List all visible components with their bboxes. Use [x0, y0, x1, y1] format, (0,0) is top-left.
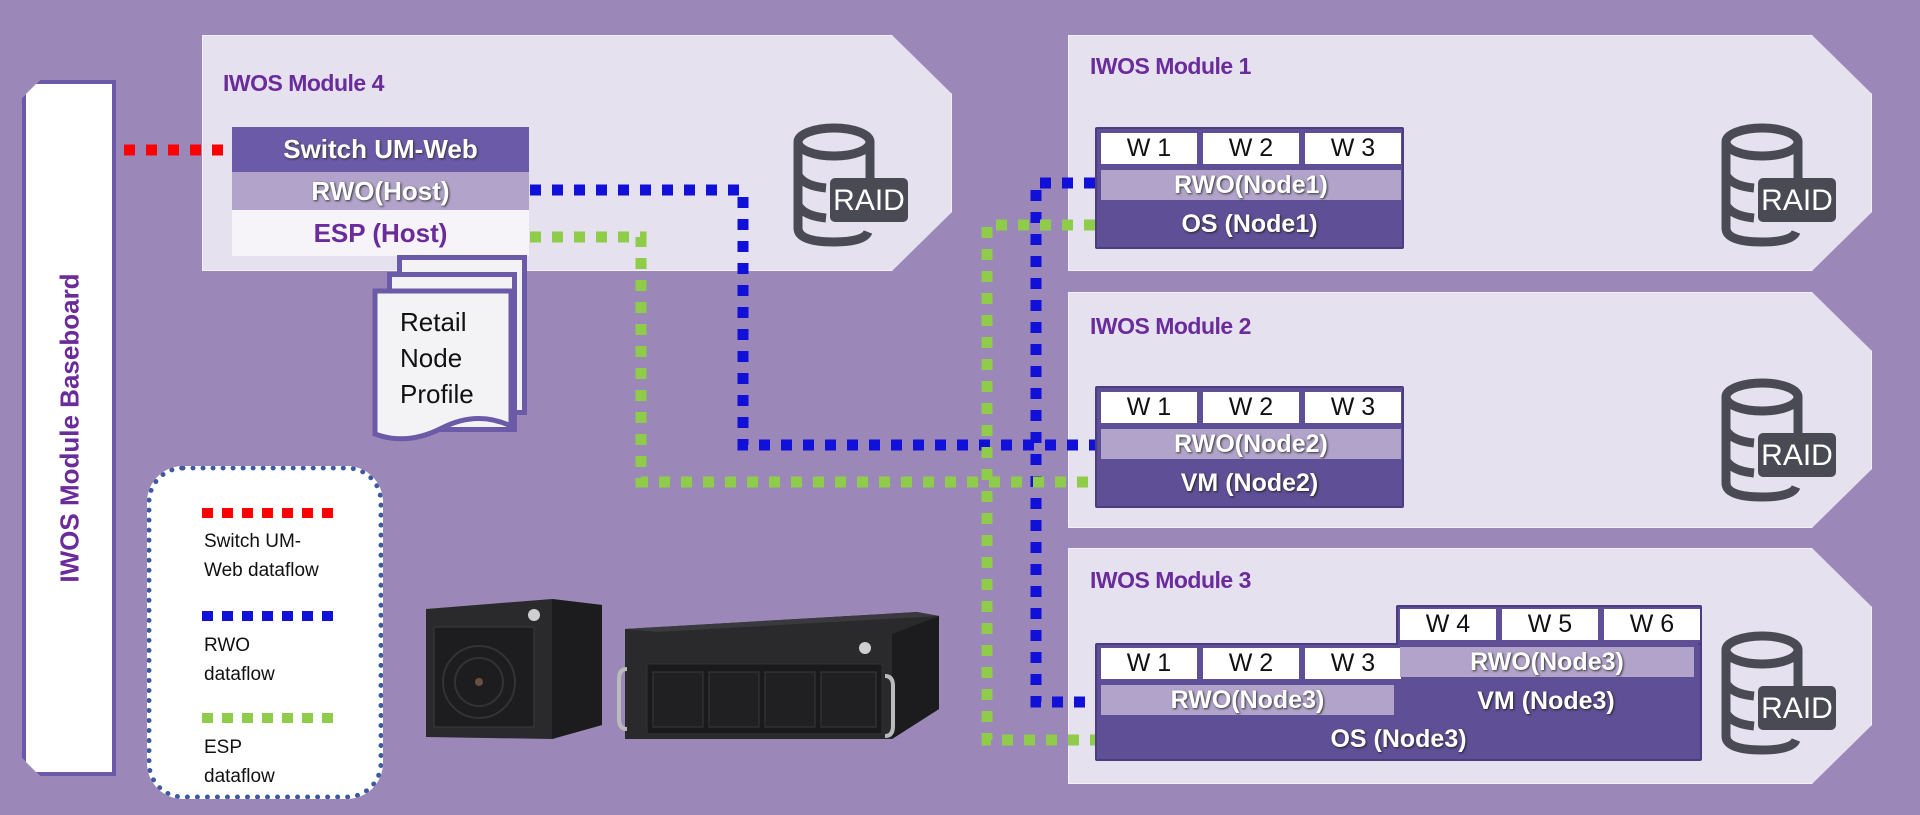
- switch-um-web-row: Switch UM-Web: [232, 127, 529, 172]
- legend-text-line: Web dataflow: [204, 560, 319, 581]
- workload-w3: W 3: [1305, 392, 1401, 423]
- legend: Switch UM- Web dataflow RWO dataflow ESP…: [147, 466, 383, 799]
- workload-w3: W 3: [1305, 133, 1401, 164]
- legend-switch-label: Switch UM- Web dataflow: [204, 527, 319, 585]
- host-stack: Switch UM-Web RWO(Host) ESP (Host): [232, 127, 529, 256]
- node2-rwo: RWO(Node2): [1101, 429, 1401, 459]
- profile-doc-line: Retail: [400, 307, 467, 337]
- esp-host-row: ESP (Host): [232, 210, 529, 256]
- node1-rwo: RWO(Node1): [1101, 170, 1401, 200]
- module-3-title: IWOS Module 3: [1090, 567, 1251, 593]
- node3-vm: VM (Node3): [1477, 686, 1615, 715]
- workload-w3: W 3: [1305, 648, 1401, 679]
- workload-w6: W 6: [1604, 609, 1700, 640]
- rack-server-image: [617, 612, 939, 739]
- rwo-dataflow-host: [530, 184, 1095, 451]
- workload-w1: W 1: [1101, 392, 1197, 423]
- workload-w2: W 2: [1203, 648, 1299, 679]
- legend-esp-line: [202, 713, 342, 723]
- node2-workloads: W 1 W 2 W 3: [1101, 392, 1401, 423]
- node1-os: OS (Node1): [1181, 209, 1318, 238]
- profile-doc-front: [372, 288, 514, 442]
- legend-rwo-line: [202, 611, 334, 621]
- raid-label: RAID: [1761, 184, 1833, 217]
- module-1-title: IWOS Module 1: [1090, 53, 1251, 79]
- node3-workloads-right: W 4 W 5 W 6: [1400, 609, 1700, 640]
- profile-doc-line: Profile: [400, 379, 474, 409]
- legend-text-line: RWO: [204, 635, 251, 656]
- workload-w4: W 4: [1400, 609, 1496, 640]
- node3-os: OS (Node3): [1330, 724, 1467, 753]
- legend-text-line: Switch UM-: [204, 531, 302, 552]
- rwo-host-row: RWO(Host): [232, 172, 529, 210]
- legend-text-line: ESP: [204, 737, 243, 758]
- profile-doc-text: Retail Node Profile: [400, 304, 474, 412]
- module-2-title: IWOS Module 2: [1090, 313, 1251, 339]
- rwo-dataflow-bus: [1030, 177, 1095, 708]
- legend-rwo-label: RWO dataflow: [204, 631, 275, 689]
- raid-label: RAID: [833, 184, 905, 217]
- raid-label: RAID: [1761, 692, 1833, 725]
- node1-workloads: W 1 W 2 W 3: [1101, 133, 1401, 164]
- workload-w1: W 1: [1101, 133, 1197, 164]
- tower-pc-image: [426, 599, 602, 739]
- node3-workloads-left: W 1 W 2 W 3: [1101, 648, 1401, 679]
- legend-esp-label: ESP dataflow: [204, 733, 275, 791]
- raid-icon: RAID: [793, 123, 908, 247]
- workload-w2: W 2: [1203, 392, 1299, 423]
- esp-dataflow-bus: [981, 219, 1095, 746]
- raid-icon: RAID: [1721, 123, 1836, 247]
- workload-w1: W 1: [1101, 648, 1197, 679]
- workload-w2: W 2: [1203, 133, 1299, 164]
- node2-vm: VM (Node2): [1180, 468, 1319, 497]
- legend-text-line: dataflow: [204, 766, 275, 787]
- workload-w5: W 5: [1502, 609, 1598, 640]
- module-baseboard: [22, 80, 116, 776]
- raid-icon: RAID: [1721, 378, 1836, 502]
- raid-label: RAID: [1761, 439, 1833, 472]
- esp-dataflow-host: [530, 231, 1095, 488]
- module-4-title: IWOS Module 4: [223, 70, 384, 96]
- legend-switch-line: [202, 508, 334, 518]
- node3-rwo-right: RWO(Node3): [1400, 647, 1694, 677]
- node3-rwo-left: RWO(Node3): [1101, 685, 1394, 715]
- profile-doc-line: Node: [400, 343, 463, 373]
- raid-icon: RAID: [1721, 631, 1836, 755]
- legend-text-line: dataflow: [204, 664, 275, 685]
